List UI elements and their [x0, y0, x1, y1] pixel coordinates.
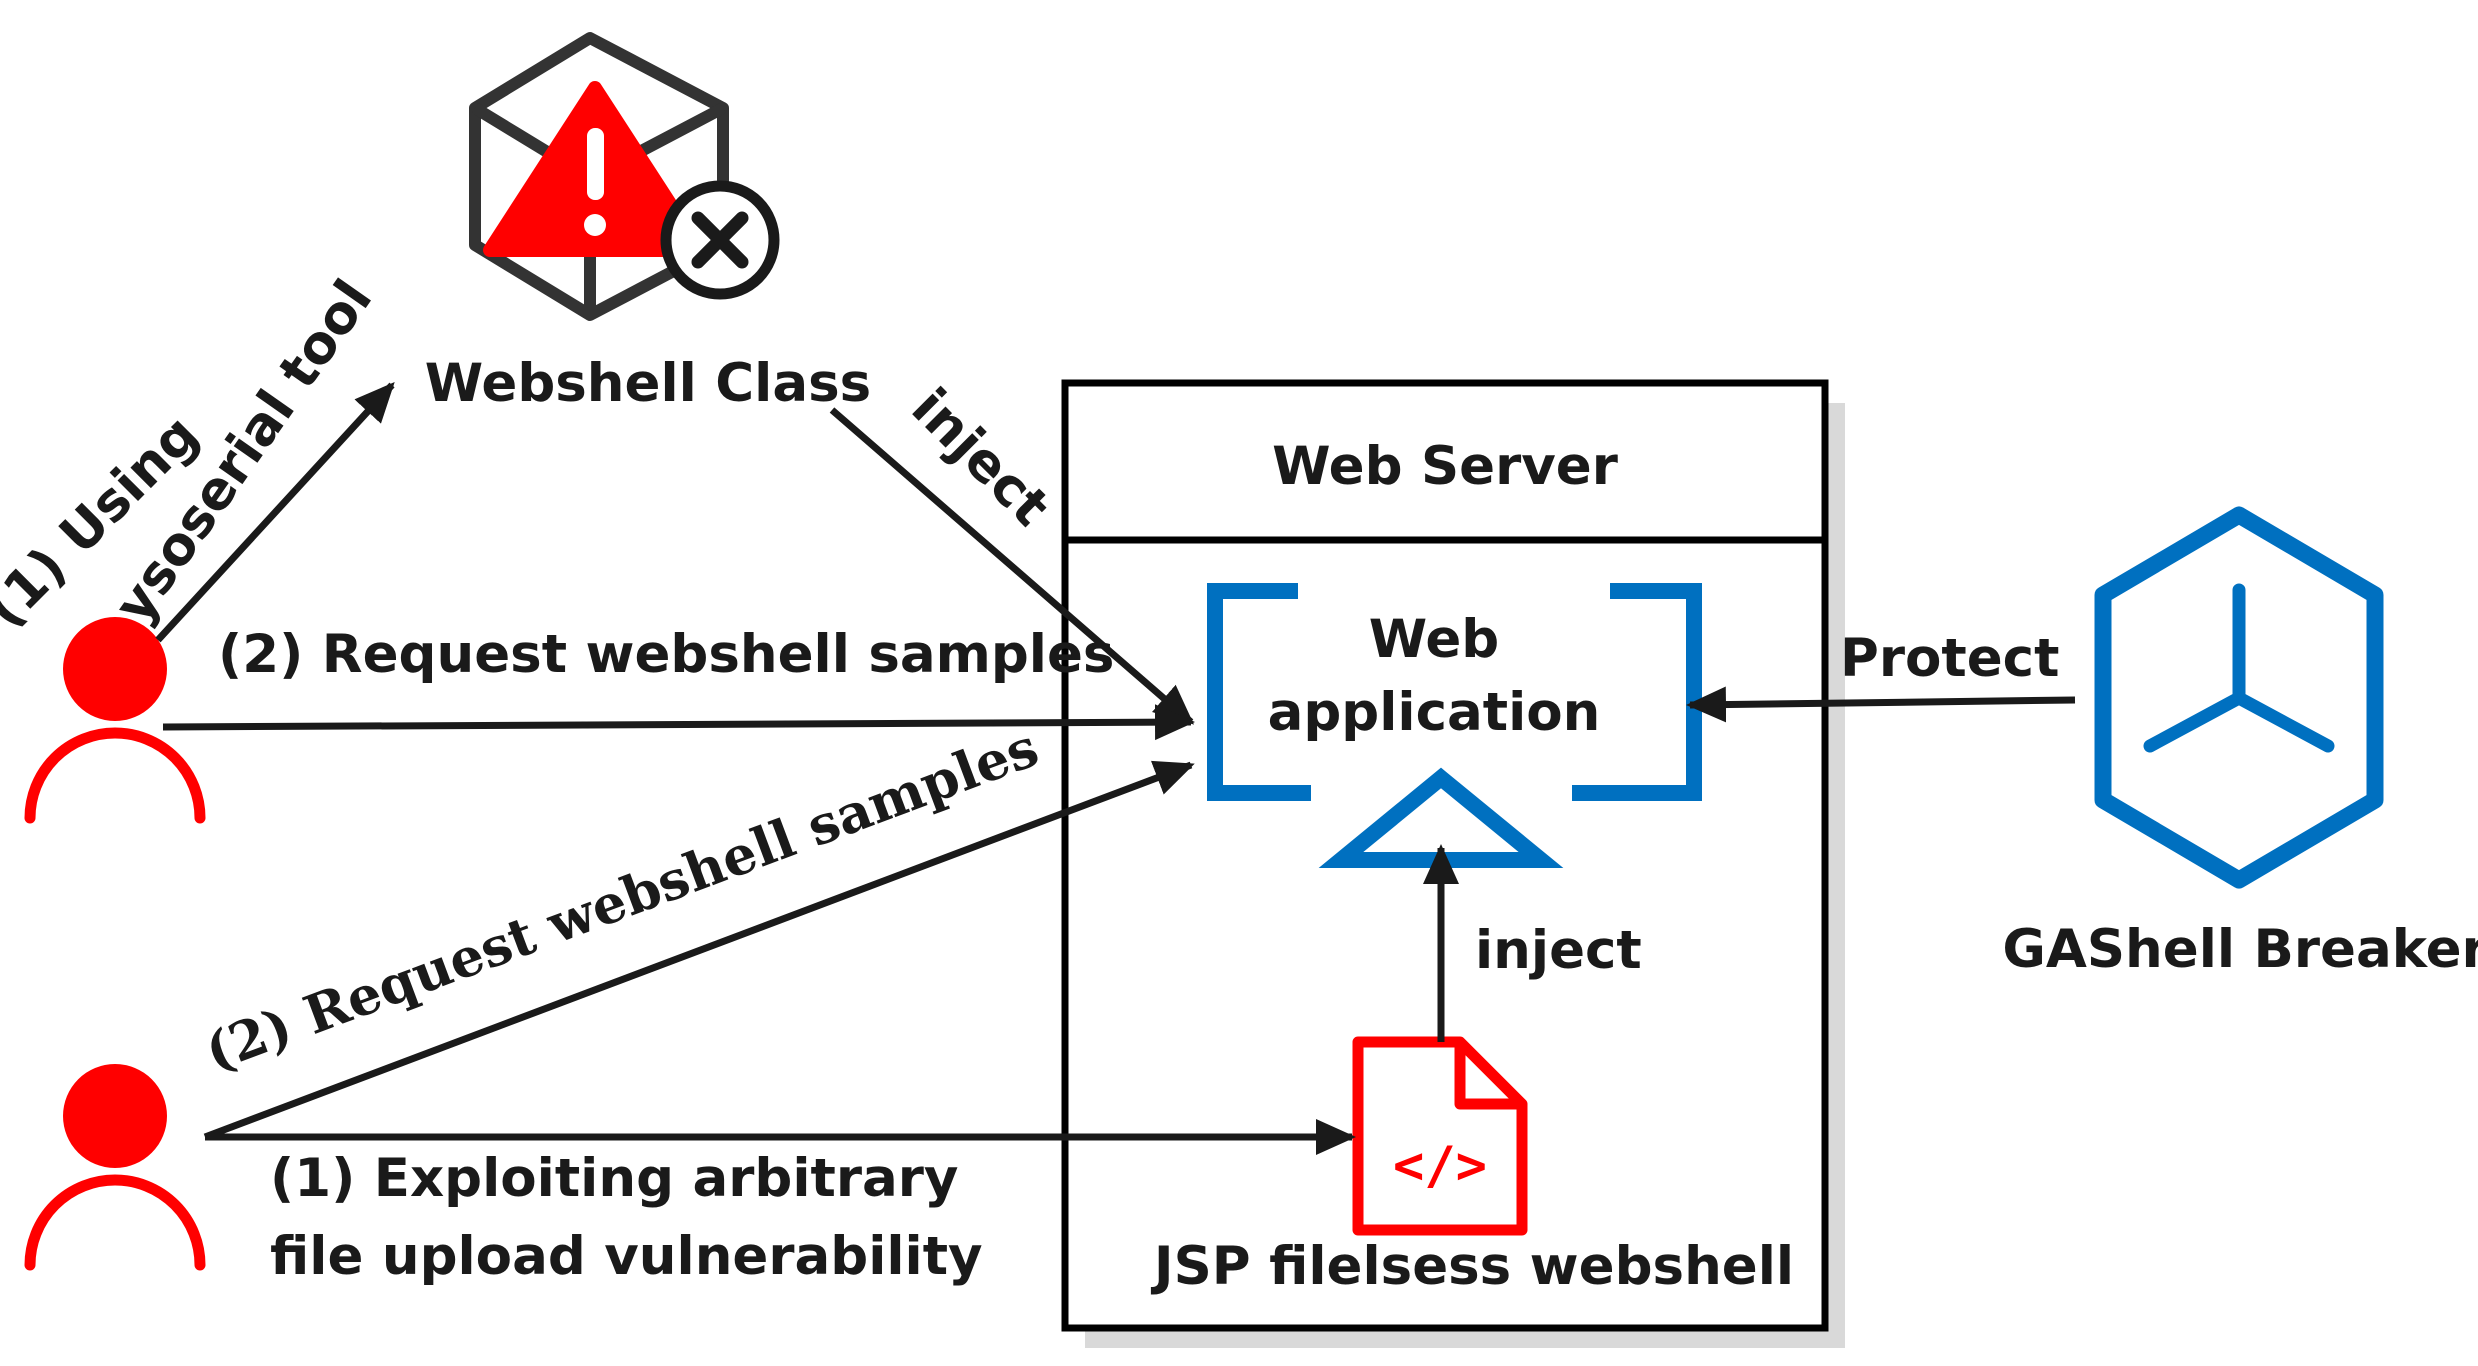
webshell-class-label: Webshell Class — [425, 353, 871, 414]
warning-triangle-icon — [483, 81, 707, 257]
exploit-label-line1: (1) Exploiting arbitrary — [270, 1148, 958, 1209]
jsp-webshell-label: JSP filelsess webshell — [1151, 1236, 1794, 1297]
web-application-label-line1: Web — [1369, 609, 1499, 670]
inject-top-label: inject — [900, 377, 1061, 538]
arrow-protect — [1686, 686, 2076, 723]
close-x-icon — [660, 180, 780, 300]
arrow-inject-top — [829, 407, 1195, 725]
request-top-label: (2) Request webshell samples — [218, 624, 1114, 685]
user-icon — [24, 1064, 206, 1271]
request-bottom-label: (2) Request webshell samples — [197, 716, 1046, 1084]
web-application-bracket-left — [1207, 583, 1311, 801]
arrow-request-bottom — [203, 760, 1195, 1141]
web-server-title: Web Server — [1272, 436, 1618, 497]
arrow-using-ysoserial — [155, 382, 395, 643]
code-glyph: </> — [1393, 1136, 1487, 1196]
webshell-class-cube-icon — [469, 32, 780, 321]
gashell-breaker-label: GAShell Breaker — [2002, 919, 2478, 980]
inject-bottom-label: inject — [1475, 920, 1642, 981]
web-application-label-line2: application — [1268, 682, 1601, 743]
protect-label: Protect — [1840, 628, 2059, 689]
arrow-request-top — [162, 704, 1195, 741]
hexagon-logo-icon — [2094, 506, 2384, 889]
exploit-label-line2: file upload vulnerability — [270, 1226, 983, 1287]
user-icon — [24, 617, 206, 824]
